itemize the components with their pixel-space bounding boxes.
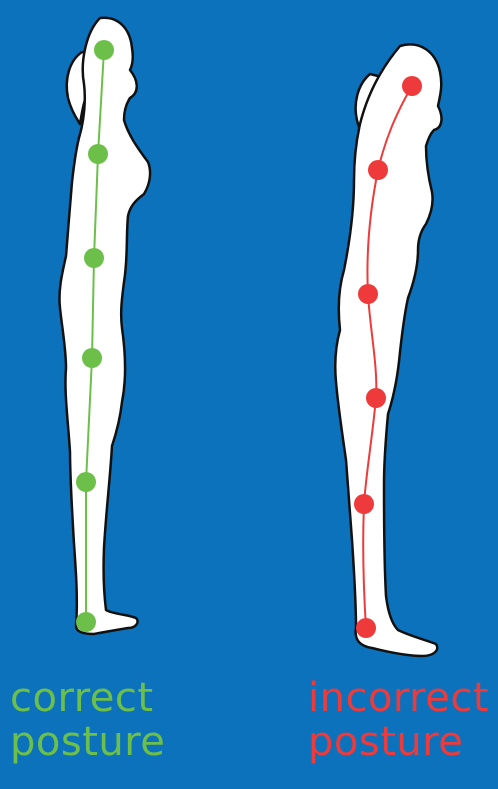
correct-posture-figure bbox=[59, 18, 150, 634]
incorrect-caption-line1: incorrect bbox=[308, 676, 489, 720]
correct-point-head bbox=[94, 40, 114, 60]
incorrect-posture-figure bbox=[335, 44, 441, 656]
incorrect-point-hip bbox=[366, 388, 386, 408]
incorrect-point-waist bbox=[358, 284, 378, 304]
incorrect-point-knee bbox=[354, 494, 374, 514]
incorrect-caption-line2: posture bbox=[308, 720, 489, 764]
correct-point-shoulder bbox=[88, 144, 108, 164]
incorrect-point-head bbox=[402, 76, 422, 96]
incorrect-point-shoulder bbox=[368, 160, 388, 180]
incorrect-point-ankle bbox=[356, 618, 376, 638]
correct-point-hip bbox=[82, 348, 102, 368]
incorrect-posture-caption: incorrect posture bbox=[308, 676, 489, 764]
correct-point-waist bbox=[84, 248, 104, 268]
correct-caption-line2: posture bbox=[10, 720, 165, 764]
correct-posture-caption: correct posture bbox=[10, 676, 165, 764]
correct-caption-line1: correct bbox=[10, 676, 165, 720]
correct-point-knee bbox=[76, 472, 96, 492]
correct-point-ankle bbox=[76, 612, 96, 632]
